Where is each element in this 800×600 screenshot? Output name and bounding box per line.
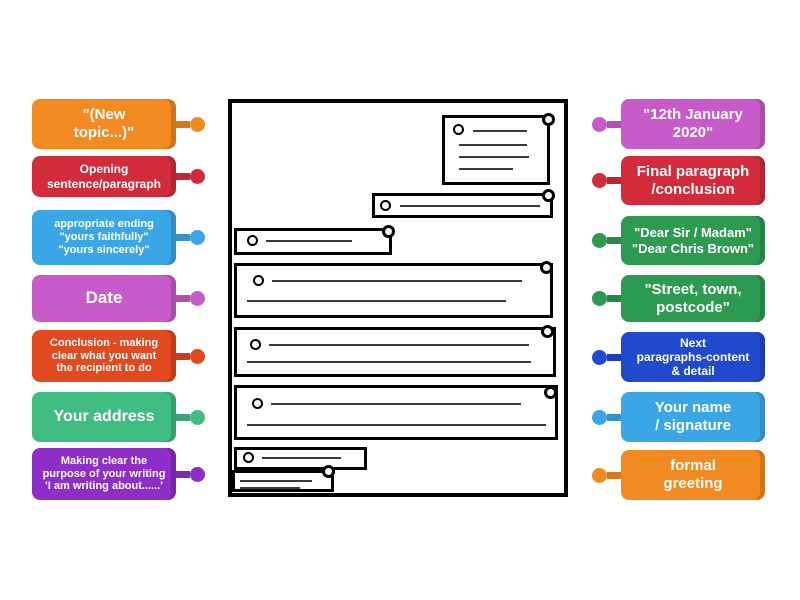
connector-dot-greeting-examples[interactable] bbox=[592, 233, 607, 248]
text-line bbox=[240, 487, 300, 489]
text-line bbox=[240, 480, 312, 482]
letter-diagram-inner bbox=[232, 103, 564, 493]
text-line bbox=[272, 280, 522, 282]
connector-dot-conclusion[interactable] bbox=[190, 348, 205, 364]
connector-stem bbox=[176, 295, 190, 302]
connector-dot-appropriate-ending[interactable] bbox=[190, 230, 205, 245]
letter-diagram bbox=[228, 99, 568, 497]
label-row-address-examples: "Street, town, postcode" bbox=[592, 275, 768, 322]
target-greeting-text[interactable] bbox=[247, 235, 258, 246]
target-date-box[interactable] bbox=[542, 189, 555, 202]
text-line bbox=[459, 168, 513, 170]
label-conclusion[interactable]: Conclusion - making clear what you want … bbox=[32, 330, 176, 382]
label-next-paragraphs[interactable]: Next paragraphs-content & detail bbox=[621, 332, 765, 382]
connector-stem bbox=[607, 471, 621, 479]
label-name-signature[interactable]: Your name / signature bbox=[621, 392, 765, 442]
label-address-examples[interactable]: "Street, town, postcode" bbox=[621, 275, 765, 322]
paragraph2-box bbox=[234, 327, 556, 377]
connector-stem bbox=[176, 234, 190, 241]
label-date[interactable]: Date bbox=[32, 275, 176, 322]
connector-dot-purpose[interactable] bbox=[190, 466, 205, 482]
connector-dot-formal-greeting[interactable] bbox=[592, 467, 607, 483]
label-row-conclusion: Conclusion - making clear what you want … bbox=[32, 330, 208, 382]
target-signoff-text[interactable] bbox=[243, 452, 254, 463]
text-line bbox=[473, 130, 527, 132]
label-your-address[interactable]: Your address bbox=[32, 392, 176, 442]
connector-stem bbox=[176, 470, 190, 478]
text-line bbox=[400, 205, 540, 207]
paragraph3-box bbox=[234, 385, 558, 440]
connector-stem bbox=[176, 352, 190, 360]
connector-stem bbox=[607, 413, 621, 421]
label-row-final-paragraph: Final paragraph /conclusion bbox=[592, 156, 768, 205]
connector-dot-opening-sentence[interactable] bbox=[190, 169, 205, 184]
target-signature-box[interactable] bbox=[322, 465, 335, 478]
target-address-text[interactable] bbox=[453, 124, 464, 135]
target-paragraph1-box[interactable] bbox=[540, 261, 553, 274]
label-opening-sentence[interactable]: Opening sentence/paragraph bbox=[32, 156, 176, 197]
label-row-appropriate-ending: appropriate ending "yours faithfully" "y… bbox=[32, 210, 208, 265]
label-purpose[interactable]: Making clear the purpose of your writing… bbox=[32, 448, 176, 500]
label-formal-greeting[interactable]: formal greeting bbox=[621, 450, 765, 500]
text-line bbox=[247, 361, 531, 363]
connector-stem bbox=[176, 413, 190, 421]
text-line bbox=[247, 300, 506, 302]
label-row-greeting-examples: "Dear Sir / Madam" "Dear Chris Brown" bbox=[592, 216, 768, 265]
target-paragraph2-text[interactable] bbox=[250, 339, 261, 350]
target-date-text[interactable] bbox=[380, 200, 391, 211]
label-new-topic[interactable]: "(New topic...)" bbox=[32, 99, 176, 149]
connector-stem bbox=[176, 120, 190, 128]
text-line bbox=[262, 457, 341, 459]
label-date-value[interactable]: "12th January 2020" bbox=[621, 99, 765, 149]
label-final-paragraph[interactable]: Final paragraph /conclusion bbox=[621, 156, 765, 205]
label-row-your-address: Your address bbox=[32, 392, 208, 442]
target-paragraph2-box[interactable] bbox=[541, 325, 554, 338]
label-row-formal-greeting: formal greeting bbox=[592, 450, 768, 500]
connector-dot-date-value[interactable] bbox=[592, 116, 607, 132]
connector-dot-address-examples[interactable] bbox=[592, 291, 607, 306]
label-row-opening-sentence: Opening sentence/paragraph bbox=[32, 156, 208, 197]
label-row-name-signature: Your name / signature bbox=[592, 392, 768, 442]
connector-stem bbox=[607, 353, 621, 361]
text-line bbox=[459, 144, 527, 146]
paragraph1-box bbox=[234, 263, 553, 318]
text-line bbox=[269, 344, 529, 346]
connector-stem bbox=[607, 295, 621, 302]
connector-dot-next-paragraphs[interactable] bbox=[592, 349, 607, 365]
target-paragraph1-text[interactable] bbox=[253, 275, 264, 286]
text-line bbox=[459, 156, 529, 158]
label-row-purpose: Making clear the purpose of your writing… bbox=[32, 448, 208, 500]
label-row-date: Date bbox=[32, 275, 208, 322]
connector-stem bbox=[607, 120, 621, 128]
label-row-next-paragraphs: Next paragraphs-content & detail bbox=[592, 332, 768, 382]
connector-dot-your-address[interactable] bbox=[190, 409, 205, 425]
connector-dot-name-signature[interactable] bbox=[592, 409, 607, 425]
target-paragraph3-text[interactable] bbox=[252, 398, 263, 409]
connector-dot-date[interactable] bbox=[190, 291, 205, 306]
text-line bbox=[247, 424, 546, 426]
connector-stem bbox=[607, 237, 621, 244]
label-greeting-examples[interactable]: "Dear Sir / Madam" "Dear Chris Brown" bbox=[621, 216, 765, 265]
target-paragraph3-box[interactable] bbox=[544, 386, 557, 399]
connector-stem bbox=[607, 177, 621, 184]
connector-dot-final-paragraph[interactable] bbox=[592, 173, 607, 188]
target-address-box[interactable] bbox=[542, 113, 555, 126]
connector-dot-new-topic[interactable] bbox=[190, 116, 205, 132]
text-line bbox=[271, 403, 521, 405]
label-row-date-value: "12th January 2020" bbox=[592, 99, 768, 149]
label-appropriate-ending[interactable]: appropriate ending "yours faithfully" "y… bbox=[32, 210, 176, 265]
label-row-new-topic: "(New topic...)" bbox=[32, 99, 208, 149]
connector-stem bbox=[176, 173, 190, 180]
target-greeting-box[interactable] bbox=[382, 225, 395, 238]
text-line bbox=[266, 240, 352, 242]
